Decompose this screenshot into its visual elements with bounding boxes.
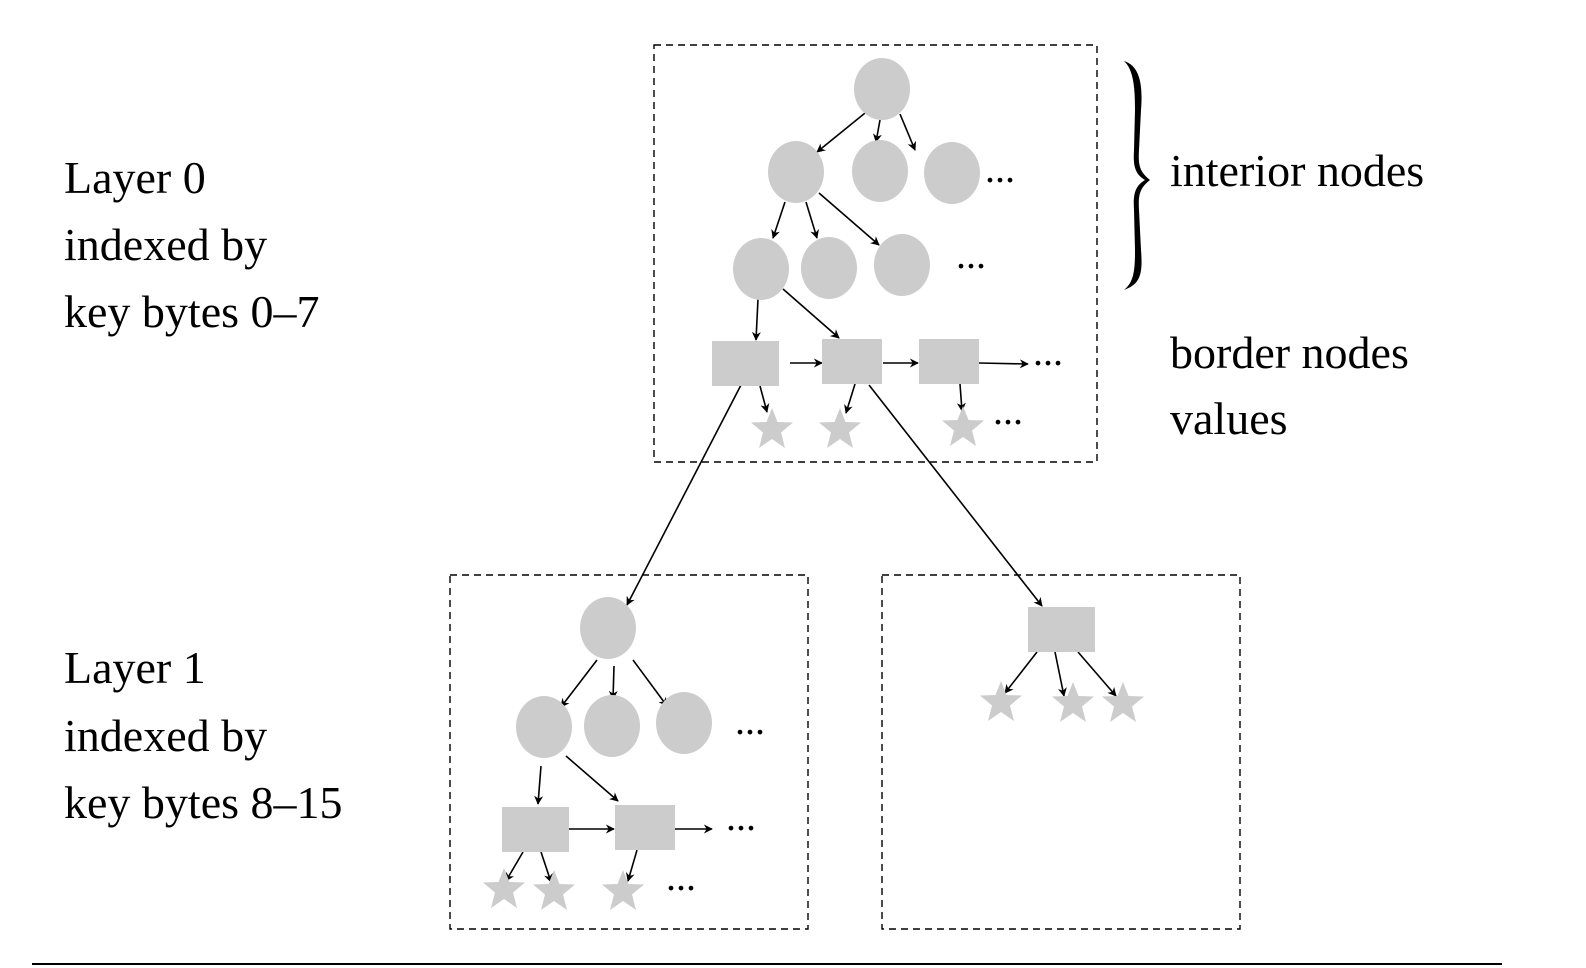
edge	[751, 298, 761, 341]
edge	[978, 359, 1029, 369]
edge	[956, 383, 966, 412]
edge	[565, 755, 619, 802]
edge	[782, 288, 840, 339]
border-node	[712, 341, 779, 386]
edge	[818, 192, 880, 246]
ellipsis: ...	[726, 794, 756, 839]
border-node	[502, 807, 569, 852]
value-star-icon	[942, 406, 984, 446]
layer-1-index-line: indexed by	[64, 710, 267, 761]
layer-1-trie-right	[881, 574, 1241, 930]
edge	[625, 849, 638, 882]
edge	[1077, 651, 1117, 697]
legend-interior-nodes: interior nodes	[1170, 145, 1424, 196]
layer-0-index-line: indexed by	[64, 219, 267, 270]
interior-node	[801, 237, 857, 299]
value-star-icon	[819, 408, 861, 448]
interior-node	[584, 695, 640, 757]
interior-node	[768, 141, 824, 203]
value-star-icon	[533, 870, 575, 910]
layer-0-title: Layer 0	[64, 152, 206, 203]
layer-1-trie-left: ... ... ...	[449, 574, 809, 930]
edge	[899, 113, 917, 151]
edge	[560, 659, 598, 708]
interior-node	[852, 140, 908, 202]
interior-node	[924, 142, 980, 204]
value-star-icon	[751, 408, 793, 448]
layer-1-left-box	[449, 574, 809, 930]
value-star-icon	[483, 868, 525, 908]
value-star-icon	[1052, 682, 1094, 722]
ellipsis: ...	[985, 146, 1015, 191]
ellipsis: ...	[666, 854, 696, 899]
edge	[759, 385, 770, 413]
edge	[771, 201, 786, 239]
ellipsis: ...	[993, 388, 1023, 433]
edge	[816, 108, 871, 153]
layer-1-right-box	[881, 574, 1241, 930]
legend-border-nodes: border nodes	[1170, 327, 1409, 378]
edge-to-layer-1-right	[868, 384, 1043, 607]
value-star-icon	[602, 870, 644, 910]
edge	[1004, 651, 1038, 694]
interior-node	[854, 58, 910, 120]
legend-values: values	[1170, 393, 1288, 444]
value-star-icon	[980, 681, 1022, 721]
interior-node	[516, 696, 572, 758]
layer-0-box	[653, 44, 1098, 463]
edge	[608, 665, 618, 700]
edge	[873, 119, 882, 143]
edge	[632, 659, 668, 707]
interior-brace	[1124, 61, 1150, 290]
edge	[805, 201, 819, 239]
layer-1-title: Layer 1	[64, 642, 206, 693]
layer-0-trie: ... ... ... ...	[626, 44, 1098, 607]
layer-1-label: Layer 1 indexed by key bytes 8–15	[64, 642, 343, 828]
edge	[534, 765, 544, 805]
ellipsis: ...	[1033, 329, 1063, 374]
edge	[1054, 651, 1067, 697]
interior-node	[874, 234, 930, 296]
border-node	[822, 339, 882, 384]
layer-0-key-bytes: key bytes 0–7	[64, 286, 320, 337]
border-node	[919, 339, 979, 384]
edge	[540, 851, 553, 883]
border-node	[1028, 607, 1095, 652]
layer-1-key-bytes: key bytes 8–15	[64, 777, 343, 828]
edge-to-layer-1-left	[626, 384, 742, 606]
edge	[505, 851, 524, 882]
interior-node	[580, 597, 636, 659]
edge	[844, 383, 856, 414]
layer-0-label: Layer 0 indexed by key bytes 0–7	[64, 152, 320, 337]
ellipsis: ...	[735, 698, 765, 743]
border-node	[615, 805, 675, 850]
interior-node	[656, 692, 712, 754]
interior-node	[733, 238, 789, 300]
ellipsis: ...	[956, 232, 986, 277]
